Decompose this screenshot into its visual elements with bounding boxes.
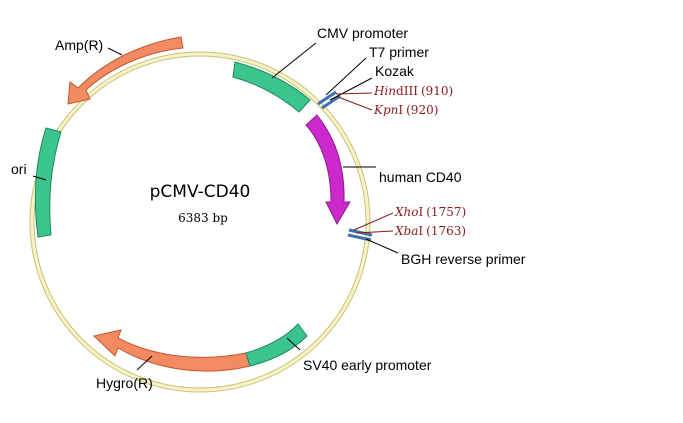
hind-leader: [335, 92, 373, 95]
xba-leader: [355, 230, 394, 234]
cd40-arrow: [305, 114, 351, 226]
site-hindiii: HindIII(910): [373, 84, 453, 98]
amp-leader: [107, 47, 123, 56]
ori-block: [34, 127, 62, 238]
cd40-label: human CD40: [379, 169, 462, 185]
backbone-inner: [30, 52, 370, 392]
cmv-leader: [271, 42, 317, 79]
cmv-label: CMV promoter: [317, 25, 408, 41]
site-xbai: XbaI(1763): [394, 224, 466, 238]
sv40-leader: [286, 337, 301, 351]
kpn-leader: [337, 96, 373, 111]
ori-label: ori: [11, 161, 27, 177]
hygro-label: Hygro(R): [96, 375, 153, 391]
cmv-block: [232, 61, 311, 113]
kozak-label: Kozak: [375, 63, 415, 79]
ori-leader: [32, 175, 47, 181]
t7-label: T7 primer: [369, 44, 429, 60]
site-kpni: KpnI(920): [373, 103, 438, 117]
xho-leader: [353, 212, 394, 231]
sv40-block: [245, 323, 308, 367]
hygro-leader: [136, 355, 153, 371]
kozak-tick: [321, 94, 341, 110]
bgh-leader: [365, 238, 399, 254]
plasmid-name: pCMV-CD40: [150, 182, 251, 202]
bgh-label: BGH reverse primer: [401, 251, 526, 267]
amp-arrow: [67, 36, 184, 105]
kozak-leader: [329, 77, 373, 101]
t7-primer-tick: [317, 90, 337, 106]
plasmid-size: 6383 bp: [178, 211, 228, 225]
site-xhoi: XhoI(1757): [394, 205, 466, 219]
t7-leader: [325, 57, 367, 96]
amp-label: Amp(R): [55, 37, 103, 53]
hygro-arrow: [92, 329, 251, 372]
sv40-label: SV40 early promoter: [303, 357, 432, 373]
